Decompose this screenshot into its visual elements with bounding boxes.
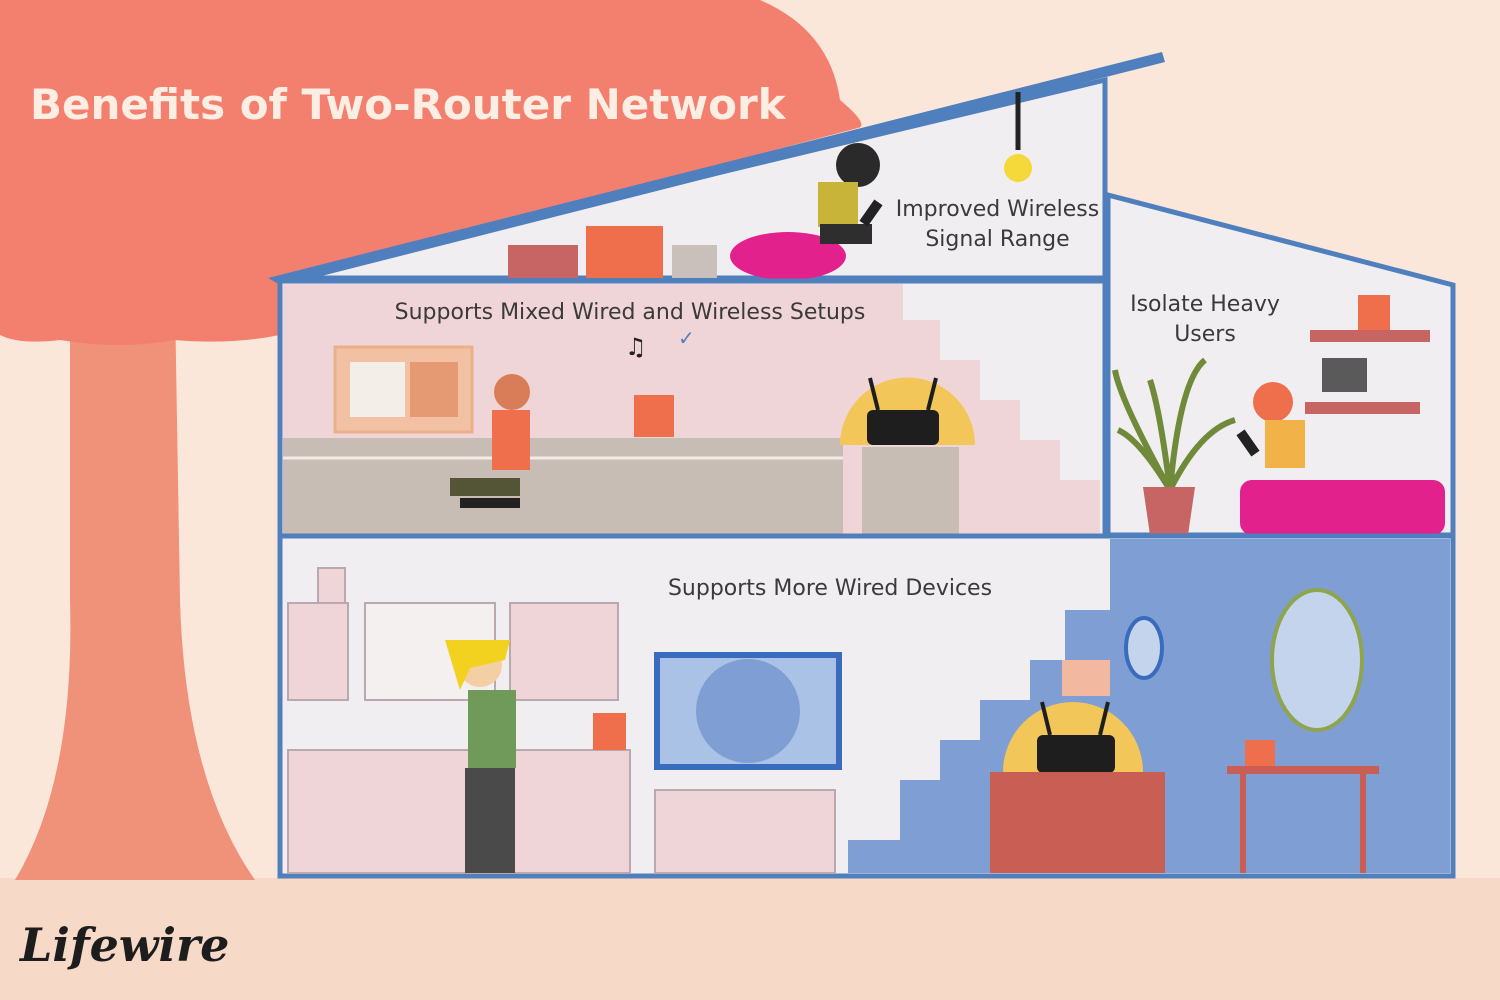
plant-leaves [1112, 357, 1236, 492]
router-icon-ground [1037, 735, 1115, 773]
kitchen-router-orange [593, 713, 626, 750]
tree [0, 0, 862, 880]
music-note-icon: ♫ [625, 333, 647, 361]
attic-person-legs [820, 224, 872, 244]
desk-person-head [494, 374, 530, 410]
monitor-screen-panel-1 [350, 362, 405, 417]
label-improved-wireless-range-line2: Signal Range [925, 227, 1070, 252]
side-person-head [1253, 382, 1293, 422]
label-improved-wireless-range: Improved Wireless Signal Range [890, 195, 1105, 255]
tree-canopy [0, 0, 862, 345]
desk [283, 438, 843, 534]
label-more-wired-devices: Supports More Wired Devices [667, 576, 993, 601]
mirror-small [1124, 616, 1164, 680]
side-router-orange [1358, 295, 1390, 330]
cereal-box [317, 567, 346, 604]
tablet-icon [859, 199, 883, 227]
desk-person-body [492, 410, 530, 470]
side-table-leg-right [1360, 774, 1366, 873]
shelf-upper [1310, 330, 1430, 342]
light-bulb-icon [1004, 154, 1032, 182]
router-cabinet [862, 447, 959, 534]
beanbag [730, 232, 846, 280]
attic-person-hair [836, 143, 880, 187]
router-icon [867, 410, 939, 445]
brand-logo: Lifewire [20, 918, 230, 972]
shelf-lower [1305, 402, 1420, 414]
desk-person-legs [450, 478, 520, 496]
plant-pot [1143, 487, 1195, 535]
router-sign [1062, 660, 1110, 696]
attic-box-3 [672, 245, 717, 278]
side-table-leg-left [1240, 774, 1246, 873]
red-cabinet [990, 772, 1165, 873]
router-ground-antenna-left [1040, 701, 1052, 736]
label-isolate-heavy-users: Isolate Heavy Users [1110, 290, 1300, 350]
upper-cabinet-right [509, 602, 619, 701]
side-table [1227, 766, 1379, 774]
tree-trunk [15, 300, 255, 880]
upper-cabinet-left [287, 602, 349, 701]
tv-scene [696, 659, 800, 763]
mirror-large [1270, 588, 1364, 732]
checkmark-icon: ✓ [678, 326, 695, 350]
pencil-cup [634, 395, 674, 437]
monitor-screen-panel-2 [410, 362, 458, 417]
kitchen-person-hair [445, 640, 510, 690]
bowl [1245, 740, 1275, 766]
bed [1240, 480, 1445, 535]
house-roof-line [268, 52, 1165, 286]
tv-stand [654, 789, 836, 874]
router-ground-antenna-right [1098, 701, 1110, 736]
page-title: Benefits of Two-Router Network [30, 80, 786, 129]
label-isolate-heavy-users-line1: Isolate Heavy [1130, 292, 1280, 317]
attic-box-2 [586, 226, 663, 278]
router-antenna-right [926, 377, 938, 411]
side-person-tablet [1236, 429, 1260, 457]
ground [0, 878, 1500, 1000]
laptop-icon [1322, 358, 1367, 392]
kitchen-person-body [468, 690, 516, 768]
side-person-body [1265, 420, 1305, 468]
attic-person-body [818, 182, 858, 227]
label-improved-wireless-range-line1: Improved Wireless [895, 197, 1100, 222]
router-antenna-left [868, 377, 880, 411]
desk-chair [460, 498, 520, 508]
attic-box-1 [508, 245, 578, 278]
kitchen-person-legs [465, 768, 515, 873]
label-isolate-heavy-users-line2: Users [1174, 322, 1236, 347]
label-mixed-setups: Supports Mixed Wired and Wireless Setups [394, 300, 866, 325]
lower-cabinets [287, 749, 631, 874]
